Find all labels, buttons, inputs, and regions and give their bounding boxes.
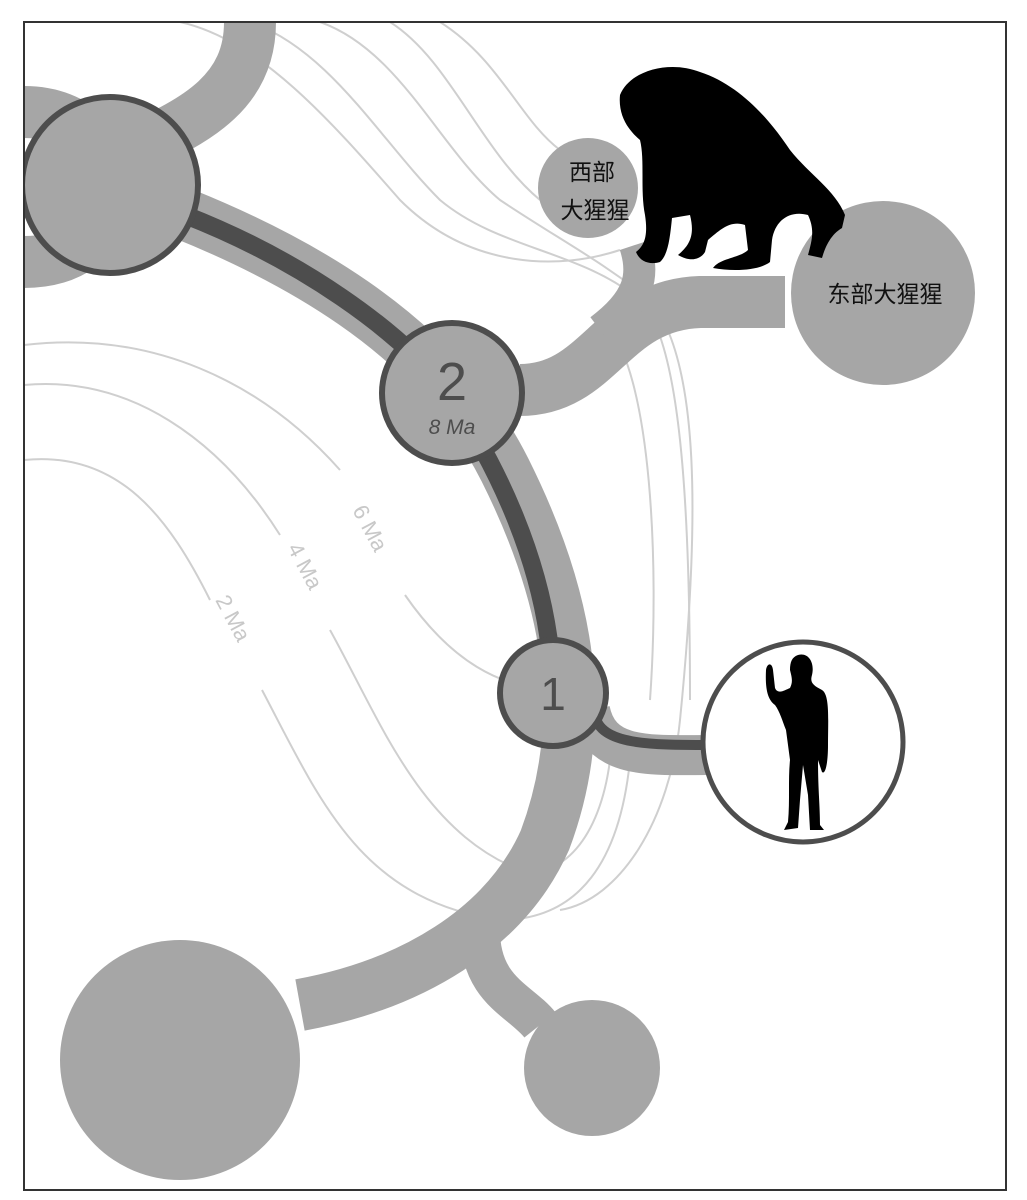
western-gorilla-branch (590, 239, 656, 343)
contour-labels: 6 Ma 4 Ma 2 Ma (211, 501, 393, 647)
node-2-circle (379, 320, 525, 466)
gorilla-silhouette-icon (619, 66, 845, 270)
contour-line (24, 458, 211, 601)
node-2-number: 2 (437, 352, 467, 412)
node-2: 2 8 Ma (379, 320, 525, 466)
western-gorilla-label-2: 大猩猩 (561, 197, 630, 223)
western-gorilla-circle (538, 138, 638, 238)
main-arc (96, 160, 596, 1031)
node-2-age: 8 Ma (429, 416, 476, 439)
bottom-left-circle (60, 940, 300, 1180)
gorilla-branch (518, 276, 785, 416)
contour-line (249, 22, 691, 701)
western-gorilla-label-1: 西部 (569, 159, 615, 185)
contour-line (329, 629, 611, 873)
eastern-gorilla-label: 东部大猩猩 (828, 281, 943, 307)
eastern-gorilla-circle (791, 201, 975, 385)
contour-line (609, 329, 655, 701)
bottom-branch (460, 929, 556, 1039)
bottom-small-circle (524, 1000, 660, 1136)
contour-line (24, 383, 281, 536)
contour-label-4ma: 4 Ma (283, 539, 328, 595)
node-1: 1 (497, 637, 609, 749)
node-1-circle (497, 637, 609, 749)
contour-line (24, 341, 341, 471)
contour-label-2ma: 2 Ma (211, 591, 256, 647)
ancestor-circle-top-left (24, 94, 201, 276)
contour-label-6ma: 6 Ma (348, 501, 393, 557)
species-labels: 西部 大猩猩 东部大猩猩 (561, 159, 943, 307)
human-silhouette-icon (765, 654, 829, 830)
node-1-number: 1 (540, 668, 566, 720)
contour-line (439, 22, 561, 151)
contour-line (389, 22, 541, 201)
frame-border (23, 21, 1007, 1191)
